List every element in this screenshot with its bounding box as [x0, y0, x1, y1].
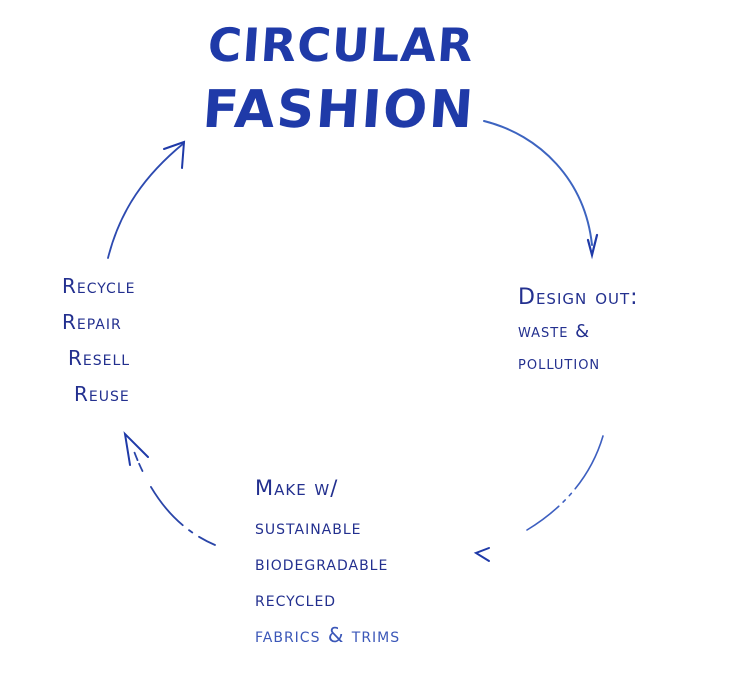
node-design-out: Design out: waste & pollution	[518, 287, 639, 373]
arrow-loop-to-title	[107, 140, 186, 259]
node-design-line-2: waste &	[518, 321, 591, 342]
node-design-line-1: Design out:	[518, 285, 639, 310]
node-make-line-3: biodegradable	[255, 551, 389, 575]
arrow-design-to-make	[473, 435, 604, 562]
arrow-title-to-design	[483, 120, 599, 260]
node-make-line-1: Make w/	[255, 476, 339, 500]
node-make-line-2: sustainable	[255, 515, 362, 539]
node-recycle-loop: Recycle Repair Resell Reuse	[62, 276, 135, 404]
title-line-2: FASHION	[200, 80, 477, 140]
node-make-line-4: recycled	[255, 587, 337, 611]
title-line-1: CIRCULAR	[206, 18, 476, 72]
arrow-make-to-loop	[123, 431, 216, 546]
node-make-line-5: fabrics & trims	[255, 623, 401, 647]
node-loop-line-3: Resell	[68, 346, 131, 370]
node-design-line-3: pollution	[518, 353, 601, 374]
node-loop-line-1: Recycle	[62, 274, 136, 298]
node-make-with: Make w/ sustainable biodegradable recycl…	[255, 476, 401, 647]
node-loop-line-4: Reuse	[74, 382, 130, 406]
node-loop-line-2: Repair	[62, 310, 122, 334]
